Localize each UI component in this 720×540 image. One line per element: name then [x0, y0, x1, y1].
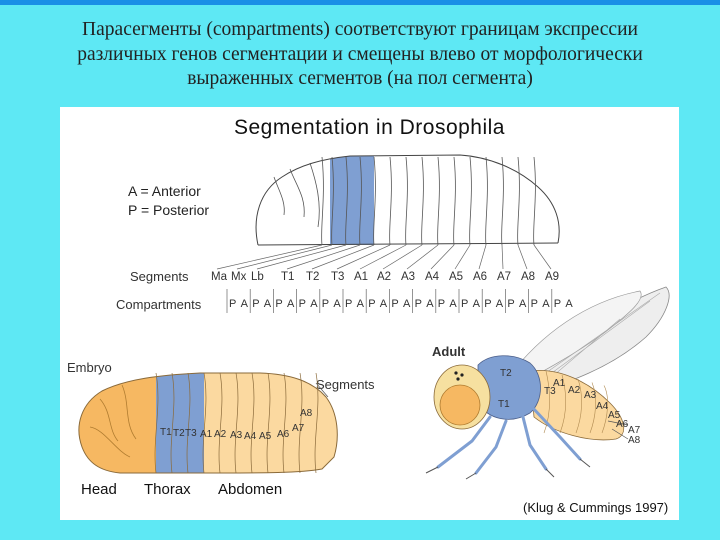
slide-title-line-1: Парасегменты (compartments) соответствую…: [82, 19, 638, 40]
compartment-letter: A: [379, 298, 388, 310]
embryo-segment-label: T3: [185, 428, 197, 439]
compartment-letter: P: [414, 298, 422, 310]
segment-label: A9: [545, 271, 560, 283]
embryo-lateral-view: [78, 372, 338, 474]
segment-label: A2: [377, 271, 392, 283]
thorax-fill: [156, 373, 204, 473]
embryo-segment-label: A7: [292, 423, 305, 434]
segment-label: T2: [306, 271, 320, 283]
segment-label: T1: [281, 271, 295, 283]
compartment-letter: A: [356, 298, 364, 310]
compartment-letter: P: [321, 298, 330, 310]
segment-label: A4: [425, 271, 440, 283]
compartment-letter: P: [298, 298, 306, 310]
adult-segment-label: A8: [628, 435, 641, 446]
segment-label: A1: [354, 271, 369, 283]
segment-label: A3: [401, 271, 416, 283]
fly-compound-eye: [439, 384, 481, 426]
adult-segment-label: T2: [500, 368, 512, 379]
adult-fly-illustration: [425, 286, 670, 480]
compartment-letter: A: [542, 298, 550, 310]
compartment-letter: P: [553, 298, 562, 310]
compartment-letter: P: [275, 298, 283, 310]
legend-anterior: A = Anterior: [128, 183, 201, 199]
compartment-letter: A: [565, 298, 573, 310]
adult-segment-label: A5: [608, 410, 621, 421]
compartment-letter: A: [240, 298, 248, 310]
compartment-letter: A: [519, 298, 527, 310]
adult-segment-label: A7: [628, 425, 641, 436]
compartment-letter: A: [263, 298, 272, 310]
adult-segment-label: A1: [553, 378, 566, 389]
compartment-letter: P: [461, 298, 469, 310]
slide-title-line-3: выраженных сегментов (на пол сегмента): [187, 68, 533, 89]
embryo-segment-diagram: [216, 154, 560, 313]
segment-label: A5: [449, 271, 464, 283]
compartment-letter: A: [495, 298, 504, 310]
adult-segment-label: T3: [544, 386, 556, 397]
embryo-segment-label: A3: [230, 430, 243, 441]
segment-label: A7: [497, 271, 512, 283]
adult-segment-label: A2: [568, 385, 581, 396]
fly-legs: [436, 405, 582, 475]
embryo-segment-label: A4: [244, 431, 257, 442]
segment-label: Ma: [211, 271, 227, 283]
embryo-segment-label: A6: [277, 429, 290, 440]
thorax-band: [330, 155, 374, 245]
segment-label: A8: [521, 271, 536, 283]
legend-posterior: P = Posterior: [128, 202, 210, 218]
adult-segment-label: A4: [596, 401, 609, 412]
embryo-segment-label: A2: [214, 429, 227, 440]
segments-row-label: Segments: [130, 269, 189, 284]
adult-segment-label: T1: [498, 399, 510, 410]
embryo-segment-label: T1: [160, 427, 172, 438]
compartment-letter: P: [484, 298, 492, 310]
fly-abdomen: [529, 369, 624, 441]
compartment-letter: A: [287, 298, 295, 310]
embryo-segments-label: Segments: [316, 377, 375, 392]
compartments-row-label: Compartments: [116, 297, 202, 312]
slide-title-line-2: различных генов сегментации и смещены вл…: [77, 43, 643, 65]
compartment-letter: P: [437, 298, 446, 310]
head-region-label: Head: [81, 481, 117, 498]
embryo-segment-label: A8: [300, 408, 313, 419]
compartment-letter: P: [507, 298, 515, 310]
thorax-region-label: Thorax: [144, 481, 191, 498]
compartment-letter: A: [310, 298, 318, 310]
compartment-letter: P: [252, 298, 260, 310]
segment-label: T3: [331, 271, 345, 283]
compartment-letter: P: [368, 298, 376, 310]
compartment-letter: P: [345, 298, 353, 310]
embryo-segment-label: A5: [259, 431, 272, 442]
compartment-letter: P: [530, 298, 538, 310]
adult-segment-label: A3: [584, 390, 597, 401]
top-accent-bar: [0, 0, 720, 5]
fly-thorax: [477, 355, 541, 420]
segment-label: Mx: [231, 271, 247, 283]
segment-label: A6: [473, 271, 488, 283]
compartment-letter: A: [472, 298, 480, 310]
compartment-letter: P: [391, 298, 399, 310]
figure-credit: (Klug & Cummings 1997): [523, 500, 669, 515]
segmentation-figure: Segmentation in Drosophila A = Anterior …: [60, 107, 679, 520]
embryo-segment-label: A1: [200, 429, 213, 440]
abdomen-region-label: Abdomen: [218, 481, 283, 498]
figure-title: Segmentation in Drosophila: [234, 116, 505, 139]
compartment-letter: A: [426, 298, 434, 310]
segment-label: Lb: [251, 271, 264, 283]
adult-segment-label: A6: [616, 419, 629, 430]
fly-wing-lower: [503, 290, 642, 390]
compartment-letter: P: [229, 298, 237, 310]
adult-label: Adult: [432, 344, 466, 359]
slide-title: Парасегменты (compartments) соответствую…: [20, 18, 700, 92]
compartment-letter: A: [333, 298, 341, 310]
compartment-letter: A: [403, 298, 411, 310]
embryo-segment-label: T2: [173, 428, 185, 439]
embryo-label: Embryo: [67, 360, 112, 375]
compartment-letter: A: [449, 298, 457, 310]
